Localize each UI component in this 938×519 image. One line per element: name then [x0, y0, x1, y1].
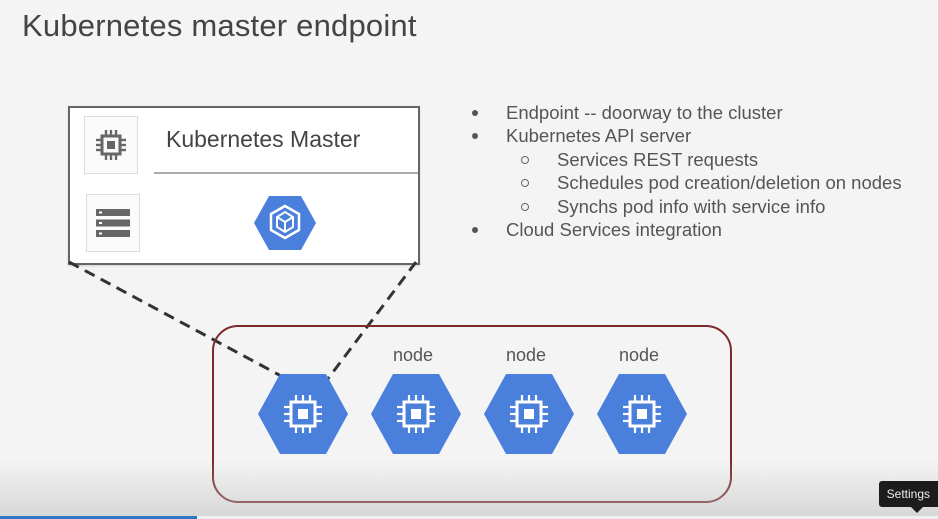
player-gradient [0, 459, 938, 519]
storage-icon [96, 209, 130, 237]
bullet-ring-icon [521, 155, 529, 164]
slide-title: Kubernetes master endpoint [22, 8, 417, 43]
chip-icon [371, 374, 461, 454]
bullet-item: Endpoint -- doorway to the cluster [470, 101, 902, 124]
bullet-dot-icon [472, 110, 478, 116]
video-progress-bar[interactable] [0, 514, 938, 519]
progress-track [0, 516, 938, 519]
node-hex [370, 373, 462, 460]
node-hex [596, 373, 688, 460]
sub-bullet-item: Services REST requests [470, 148, 902, 171]
chip-icon [96, 130, 126, 160]
progress-fill [0, 516, 197, 519]
bullet-ring-icon [521, 202, 529, 211]
settings-tooltip: Settings [878, 481, 938, 513]
master-divider [154, 172, 418, 174]
bullet-dot-icon [472, 133, 478, 140]
bullet-ring-icon [521, 179, 529, 188]
chip-icon [484, 374, 574, 454]
master-engine [253, 194, 317, 257]
bullet-dot-icon [472, 227, 478, 234]
chip-icon [597, 374, 687, 454]
bullet-list: Endpoint -- doorway to the cluster Kuber… [470, 101, 902, 241]
chip-icon [258, 374, 348, 454]
container-engine-icon [254, 196, 316, 250]
bullet-item: Kubernetes API server [470, 124, 902, 147]
master-label: Kubernetes Master [166, 126, 361, 152]
sub-bullet-item: Synchs pod info with service info [470, 195, 902, 218]
master-node-hex [257, 373, 349, 460]
bullet-item: Cloud Services integration [470, 218, 902, 241]
node-hex [483, 373, 575, 460]
master-chip-tile [84, 116, 138, 174]
node-label: node [506, 345, 547, 365]
sub-bullet-item: Schedules pod creation/deletion on nodes [470, 171, 902, 194]
master-storage-tile [86, 194, 140, 252]
node-label: node [619, 345, 660, 365]
node-label: node [393, 345, 434, 365]
kubernetes-master-box: Kubernetes Master [68, 106, 420, 265]
